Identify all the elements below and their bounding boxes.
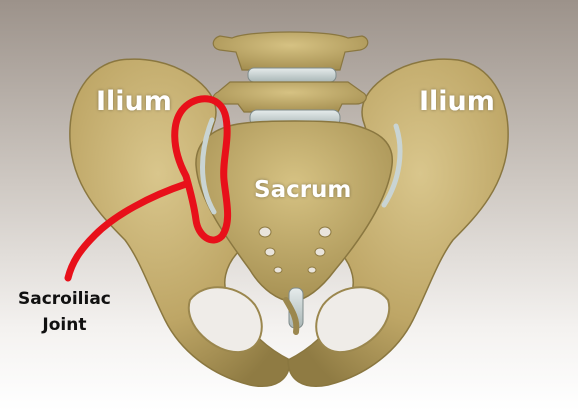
si-joint-annotation-outline bbox=[171, 95, 232, 244]
label-ilium-right: Ilium bbox=[419, 86, 495, 117]
sacrum-bone bbox=[195, 120, 393, 303]
label-sacroiliac-line2: Joint bbox=[42, 315, 87, 335]
label-sacroiliac-joint: Sacroiliac Joint bbox=[18, 286, 111, 338]
right-obturator-foramen bbox=[315, 286, 391, 354]
label-ilium-left: Ilium bbox=[96, 86, 172, 117]
sacral-foramina bbox=[258, 226, 332, 274]
right-si-joint-cartilage bbox=[381, 123, 403, 208]
label-sacroiliac-line1: Sacroiliac bbox=[18, 289, 111, 309]
si-joint-annotation-leader bbox=[64, 180, 190, 282]
left-ilium-bone bbox=[69, 58, 291, 387]
coccyx bbox=[283, 297, 300, 335]
label-sacrum: Sacrum bbox=[254, 177, 352, 203]
right-ilium-bone bbox=[287, 58, 509, 387]
left-si-joint-cartilage bbox=[200, 117, 217, 215]
left-obturator-foramen bbox=[187, 286, 263, 354]
